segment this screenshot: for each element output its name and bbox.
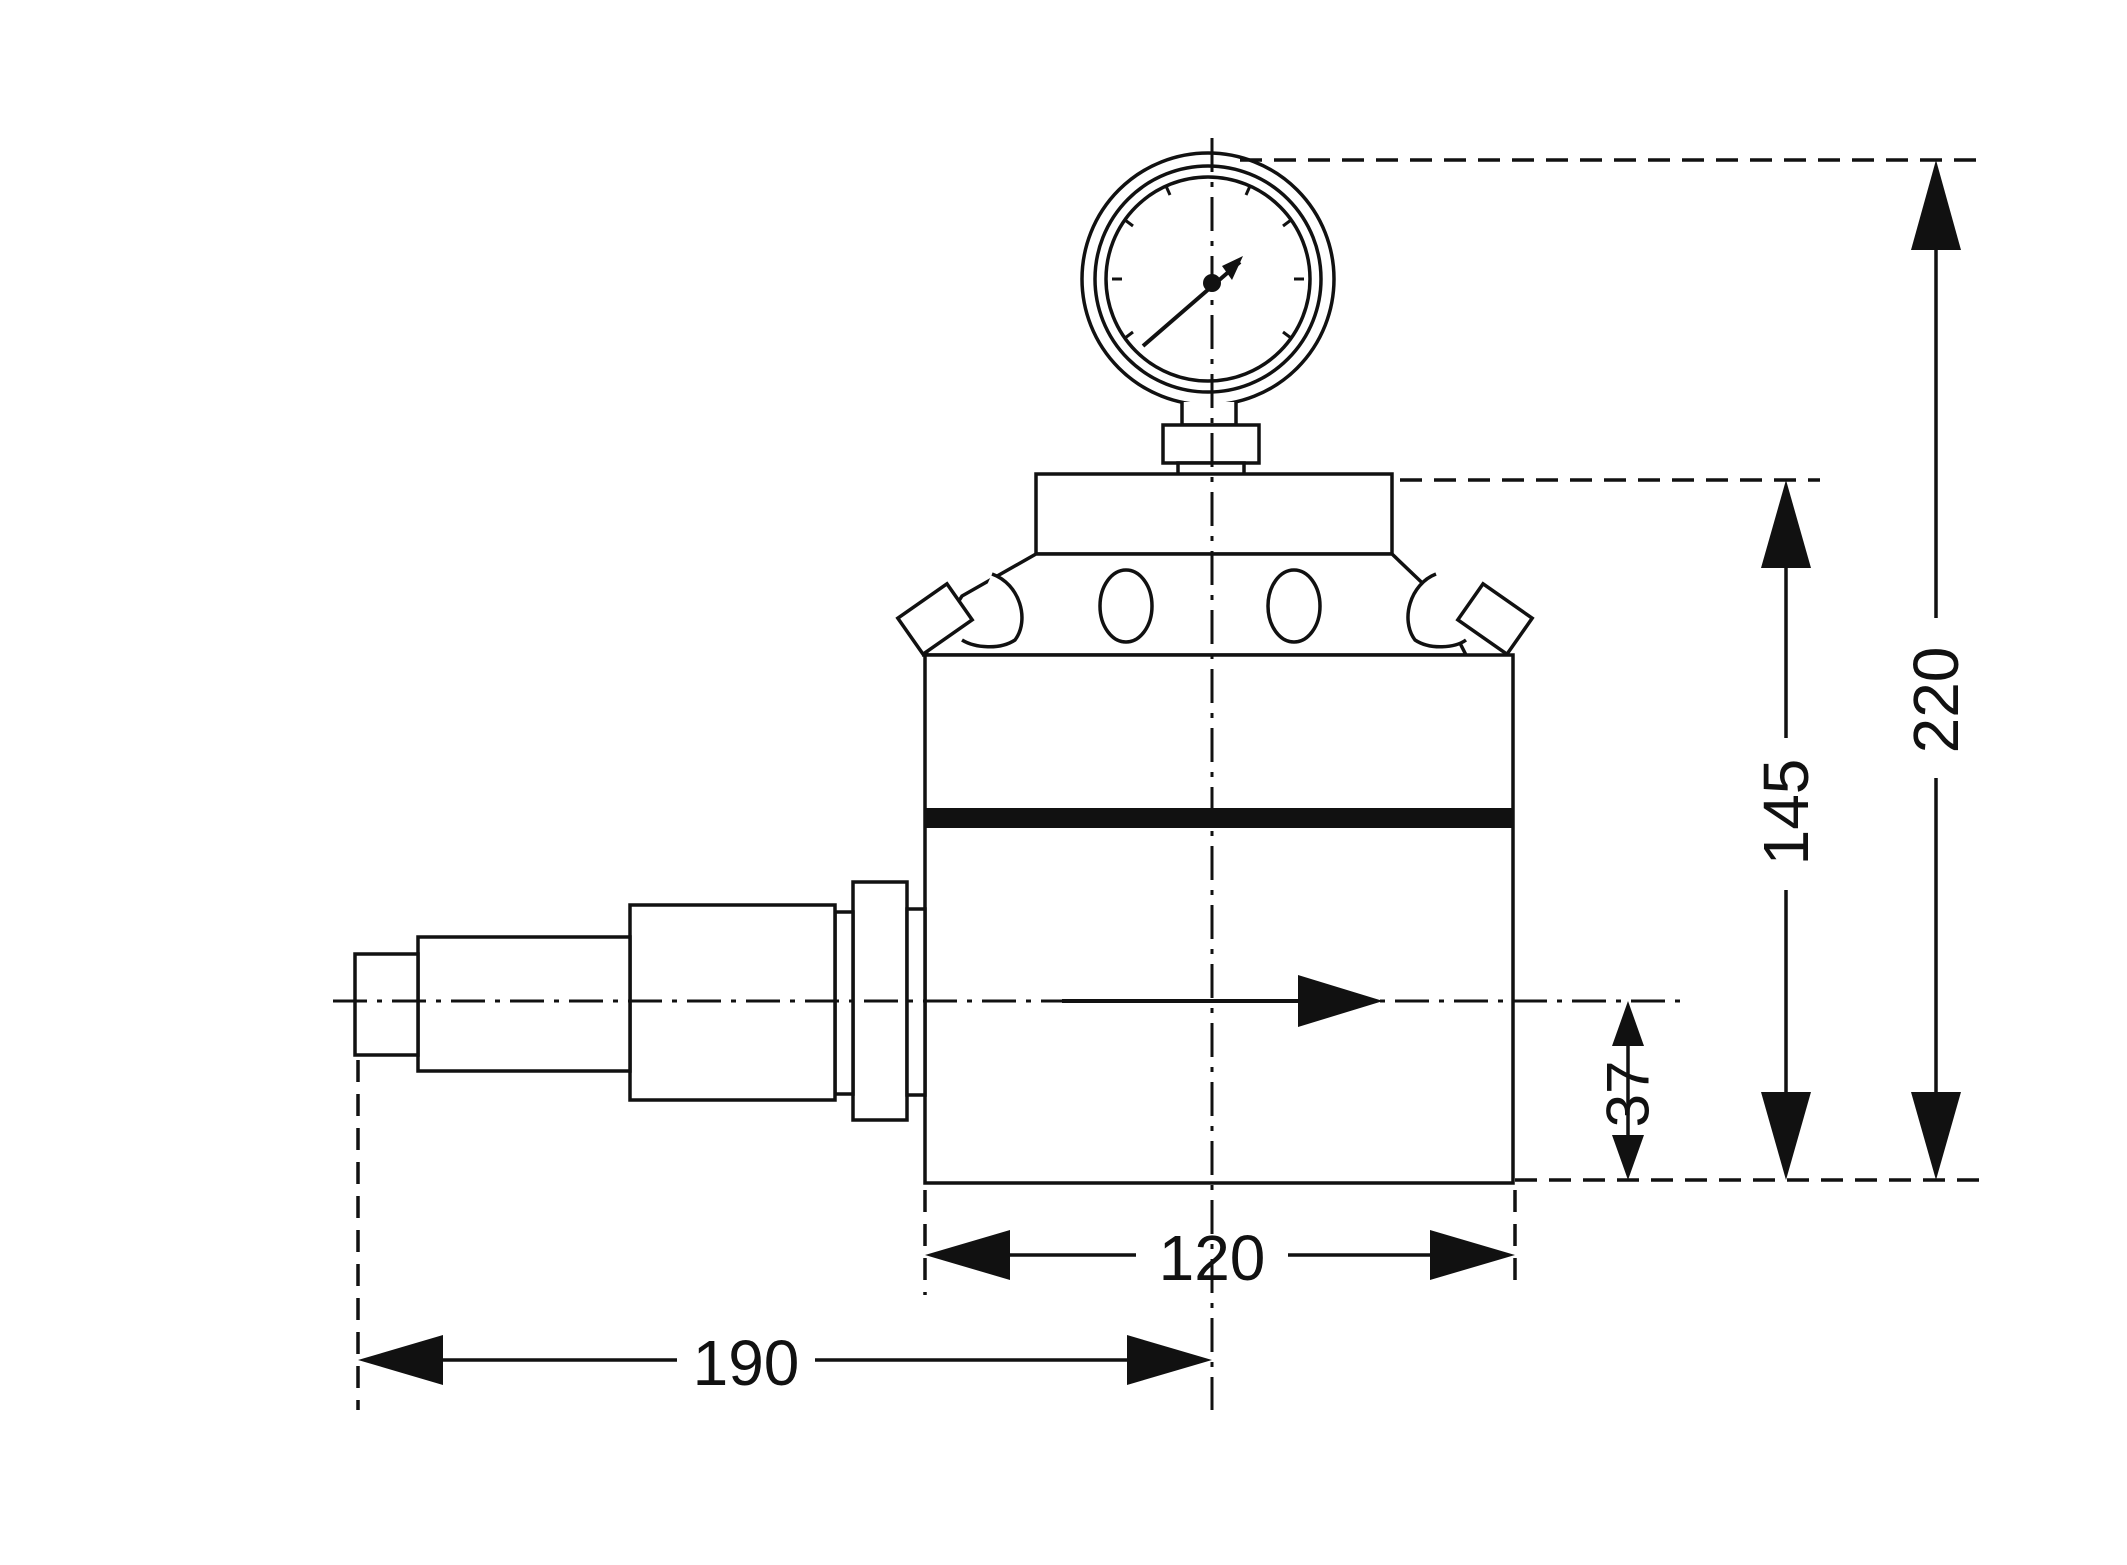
top-cap <box>1034 472 1394 556</box>
gauge-inner-ring <box>1093 164 1323 394</box>
dim-120-arrow-right <box>1430 1230 1515 1280</box>
dim-145-label: 145 <box>1750 759 1822 866</box>
dim-220-arrow-top <box>1911 160 1961 250</box>
gauge-neck <box>1180 402 1238 427</box>
dim-145-arrow-bottom <box>1761 1092 1811 1180</box>
left-side-knob <box>961 572 1024 649</box>
dim-190-arrow-right <box>1127 1335 1212 1385</box>
dimension-220: 220 <box>1900 160 1972 1180</box>
main-body <box>923 653 1515 1185</box>
left-knob-cap <box>895 581 975 657</box>
dim-37-label: 37 <box>1595 1061 1662 1128</box>
gauge-tick-marks <box>1112 185 1304 340</box>
dim-120-label: 120 <box>1159 1222 1266 1294</box>
dim-37-arrow-bottom <box>1612 1135 1644 1180</box>
dimension-145: 145 <box>1750 480 1822 1180</box>
dimension-120: 120 <box>925 1222 1515 1294</box>
dimension-37: 37 <box>1595 1001 1662 1180</box>
inlet-nozzle <box>353 952 420 1057</box>
dim-190-label: 190 <box>693 1327 800 1399</box>
right-knob-cap <box>1455 581 1535 657</box>
oval-port-left <box>1098 568 1154 644</box>
pressure-gauge <box>1080 151 1336 483</box>
dim-120-arrow-left <box>925 1230 1010 1280</box>
body-separator-band <box>925 808 1513 828</box>
dim-190-arrow-left <box>358 1335 443 1385</box>
dim-220-label: 220 <box>1900 647 1972 754</box>
dim-145-arrow-top <box>1761 480 1811 568</box>
right-side-knob <box>1406 572 1468 649</box>
dimension-190: 190 <box>358 1327 1212 1399</box>
gauge-needle <box>1141 260 1242 348</box>
inlet-middle-tube <box>416 935 632 1073</box>
dim-220-arrow-bottom <box>1911 1092 1961 1180</box>
pump-housing <box>895 472 1535 1185</box>
gauge-dial-face <box>1104 175 1312 383</box>
dim-37-arrow-top <box>1612 1001 1644 1046</box>
oval-port-right <box>1266 568 1322 644</box>
inlet-collar-ring <box>833 910 855 1096</box>
gauge-needle-tail <box>1222 256 1243 280</box>
